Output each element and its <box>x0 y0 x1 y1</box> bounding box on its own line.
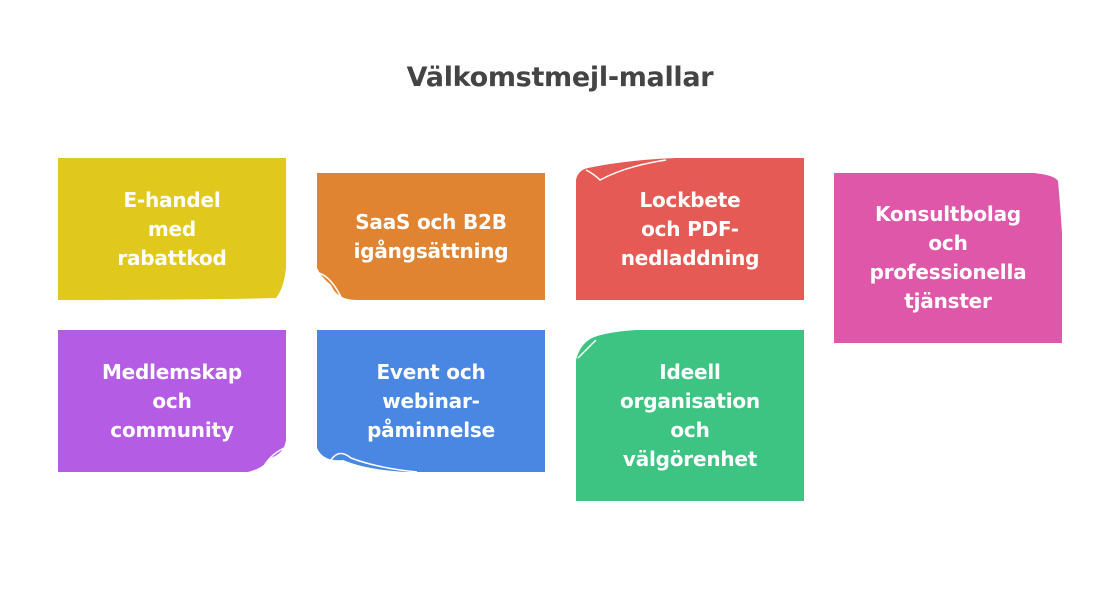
card-consulting: Konsultbolag och professionella tjänster <box>834 173 1062 343</box>
note-shape-icon <box>58 158 286 300</box>
note-shape-icon <box>576 330 804 501</box>
card-lead-magnet: Lockbete och PDF- nedladdning <box>576 158 804 300</box>
note-shape-icon <box>576 158 804 300</box>
note-shape-icon <box>317 330 545 473</box>
card-label: Medlemskap och community <box>101 359 243 442</box>
card-ecommerce: E-handel med rabattkod <box>58 158 286 300</box>
card-label: Ideell organisation och välgörenhet <box>620 359 760 471</box>
card-membership: Medlemskap och community <box>58 330 286 472</box>
card-event: Event och webinar- påminnelse <box>317 330 545 473</box>
card-label: Konsultbolag och professionella tjänster <box>869 202 1027 313</box>
card-label: E-handel med rabattkod <box>117 187 227 270</box>
note-shape-icon <box>834 173 1062 343</box>
note-shape-icon <box>58 330 286 472</box>
page-title: Välkomstmejl-mallar <box>406 62 714 93</box>
card-nonprofit: Ideell organisation och välgörenhet <box>576 330 804 501</box>
card-label: SaaS och B2B igångsättning <box>353 209 509 263</box>
note-shape-icon <box>317 173 545 300</box>
card-saas: SaaS och B2B igångsättning <box>317 173 545 300</box>
card-label: Lockbete och PDF- nedladdning <box>620 187 760 270</box>
card-label: Event och webinar- påminnelse <box>367 359 495 442</box>
